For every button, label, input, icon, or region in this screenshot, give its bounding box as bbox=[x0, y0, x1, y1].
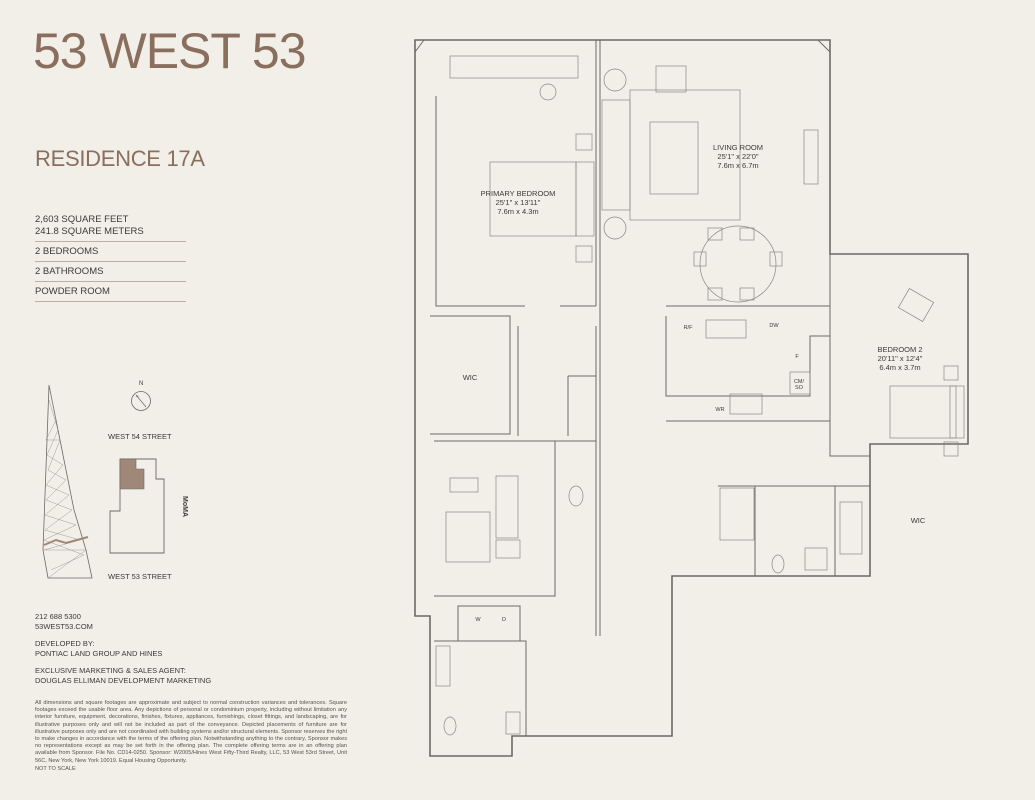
phone-number: 212 688 5300 bbox=[35, 612, 81, 621]
agent-heading: EXCLUSIVE MARKETING & SALES AGENT: bbox=[35, 666, 186, 675]
powder-room-row: POWDER ROOM bbox=[35, 282, 186, 302]
compass-icon bbox=[131, 391, 151, 411]
fixture-so: SO bbox=[795, 385, 804, 391]
street-label-north: WEST 54 STREET bbox=[108, 432, 172, 441]
wic-label-2: WIC bbox=[911, 516, 926, 525]
floor-plan: PRIMARY BEDROOM 25'1" x 13'11" 7.6m x 4.… bbox=[414, 39, 969, 757]
bedroom-2-ft: 20'11" x 12'4" bbox=[878, 354, 923, 363]
living-room-m: 7.6m x 6.7m bbox=[717, 161, 758, 170]
developer-name: PONTIAC LAND GROUP AND HINES bbox=[35, 648, 163, 658]
agent-name: DOUGLAS ELLIMAN DEVELOPMENT MARKETING bbox=[35, 675, 212, 685]
legal-disclaimer: All dimensions and square footages are a… bbox=[35, 700, 347, 764]
bedroom-2-m: 6.4m x 3.7m bbox=[879, 363, 920, 372]
area-square-feet: 2,603 SQUARE FEET bbox=[35, 214, 129, 225]
area-square-meters: 241.8 SQUARE METERS bbox=[35, 226, 144, 237]
north-label: N bbox=[139, 381, 144, 387]
residence-title: RESIDENCE 17A bbox=[35, 146, 205, 171]
moma-label: MoMA bbox=[181, 496, 188, 517]
contact-block: 212 688 5300 53WEST53.COM DEVELOPED BY: … bbox=[35, 612, 211, 693]
fixture-d: D bbox=[502, 617, 506, 623]
living-room-ft: 25'1" x 22'0" bbox=[717, 152, 758, 161]
fixture-cm: CM/ bbox=[794, 379, 805, 385]
brand-title: 53 WEST 53 bbox=[33, 23, 307, 79]
bedroom-2-name: BEDROOM 2 bbox=[877, 345, 922, 354]
primary-bedroom-m: 7.6m x 4.3m bbox=[497, 207, 538, 216]
not-to-scale-note: NOT TO SCALE bbox=[35, 766, 76, 772]
street-label-south: WEST 53 STREET bbox=[108, 572, 172, 581]
primary-bedroom-ft: 25'1" x 13'11" bbox=[496, 198, 541, 207]
building-silhouette bbox=[42, 384, 93, 579]
fixture-rf: R/F bbox=[684, 325, 694, 331]
fixture-f: F bbox=[795, 354, 799, 360]
living-room-name: LIVING ROOM bbox=[713, 143, 763, 152]
bedrooms-row: 2 BEDROOMS bbox=[35, 242, 186, 262]
area-row: 2,603 SQUARE FEET 241.8 SQUARE METERS bbox=[35, 212, 186, 242]
primary-bedroom-name: PRIMARY BEDROOM bbox=[481, 189, 556, 198]
wic-label-1: WIC bbox=[463, 373, 478, 382]
bathrooms-row: 2 BATHROOMS bbox=[35, 262, 186, 282]
website-link[interactable]: 53WEST53.COM bbox=[35, 621, 93, 631]
fixture-dw: DW bbox=[769, 323, 779, 329]
unit-facts: 2,603 SQUARE FEET 241.8 SQUARE METERS 2 … bbox=[35, 212, 186, 302]
fixture-w: W bbox=[475, 617, 481, 623]
site-plan bbox=[109, 458, 165, 554]
fixture-wr: WR bbox=[715, 407, 724, 413]
developer-heading: DEVELOPED BY: bbox=[35, 639, 95, 648]
